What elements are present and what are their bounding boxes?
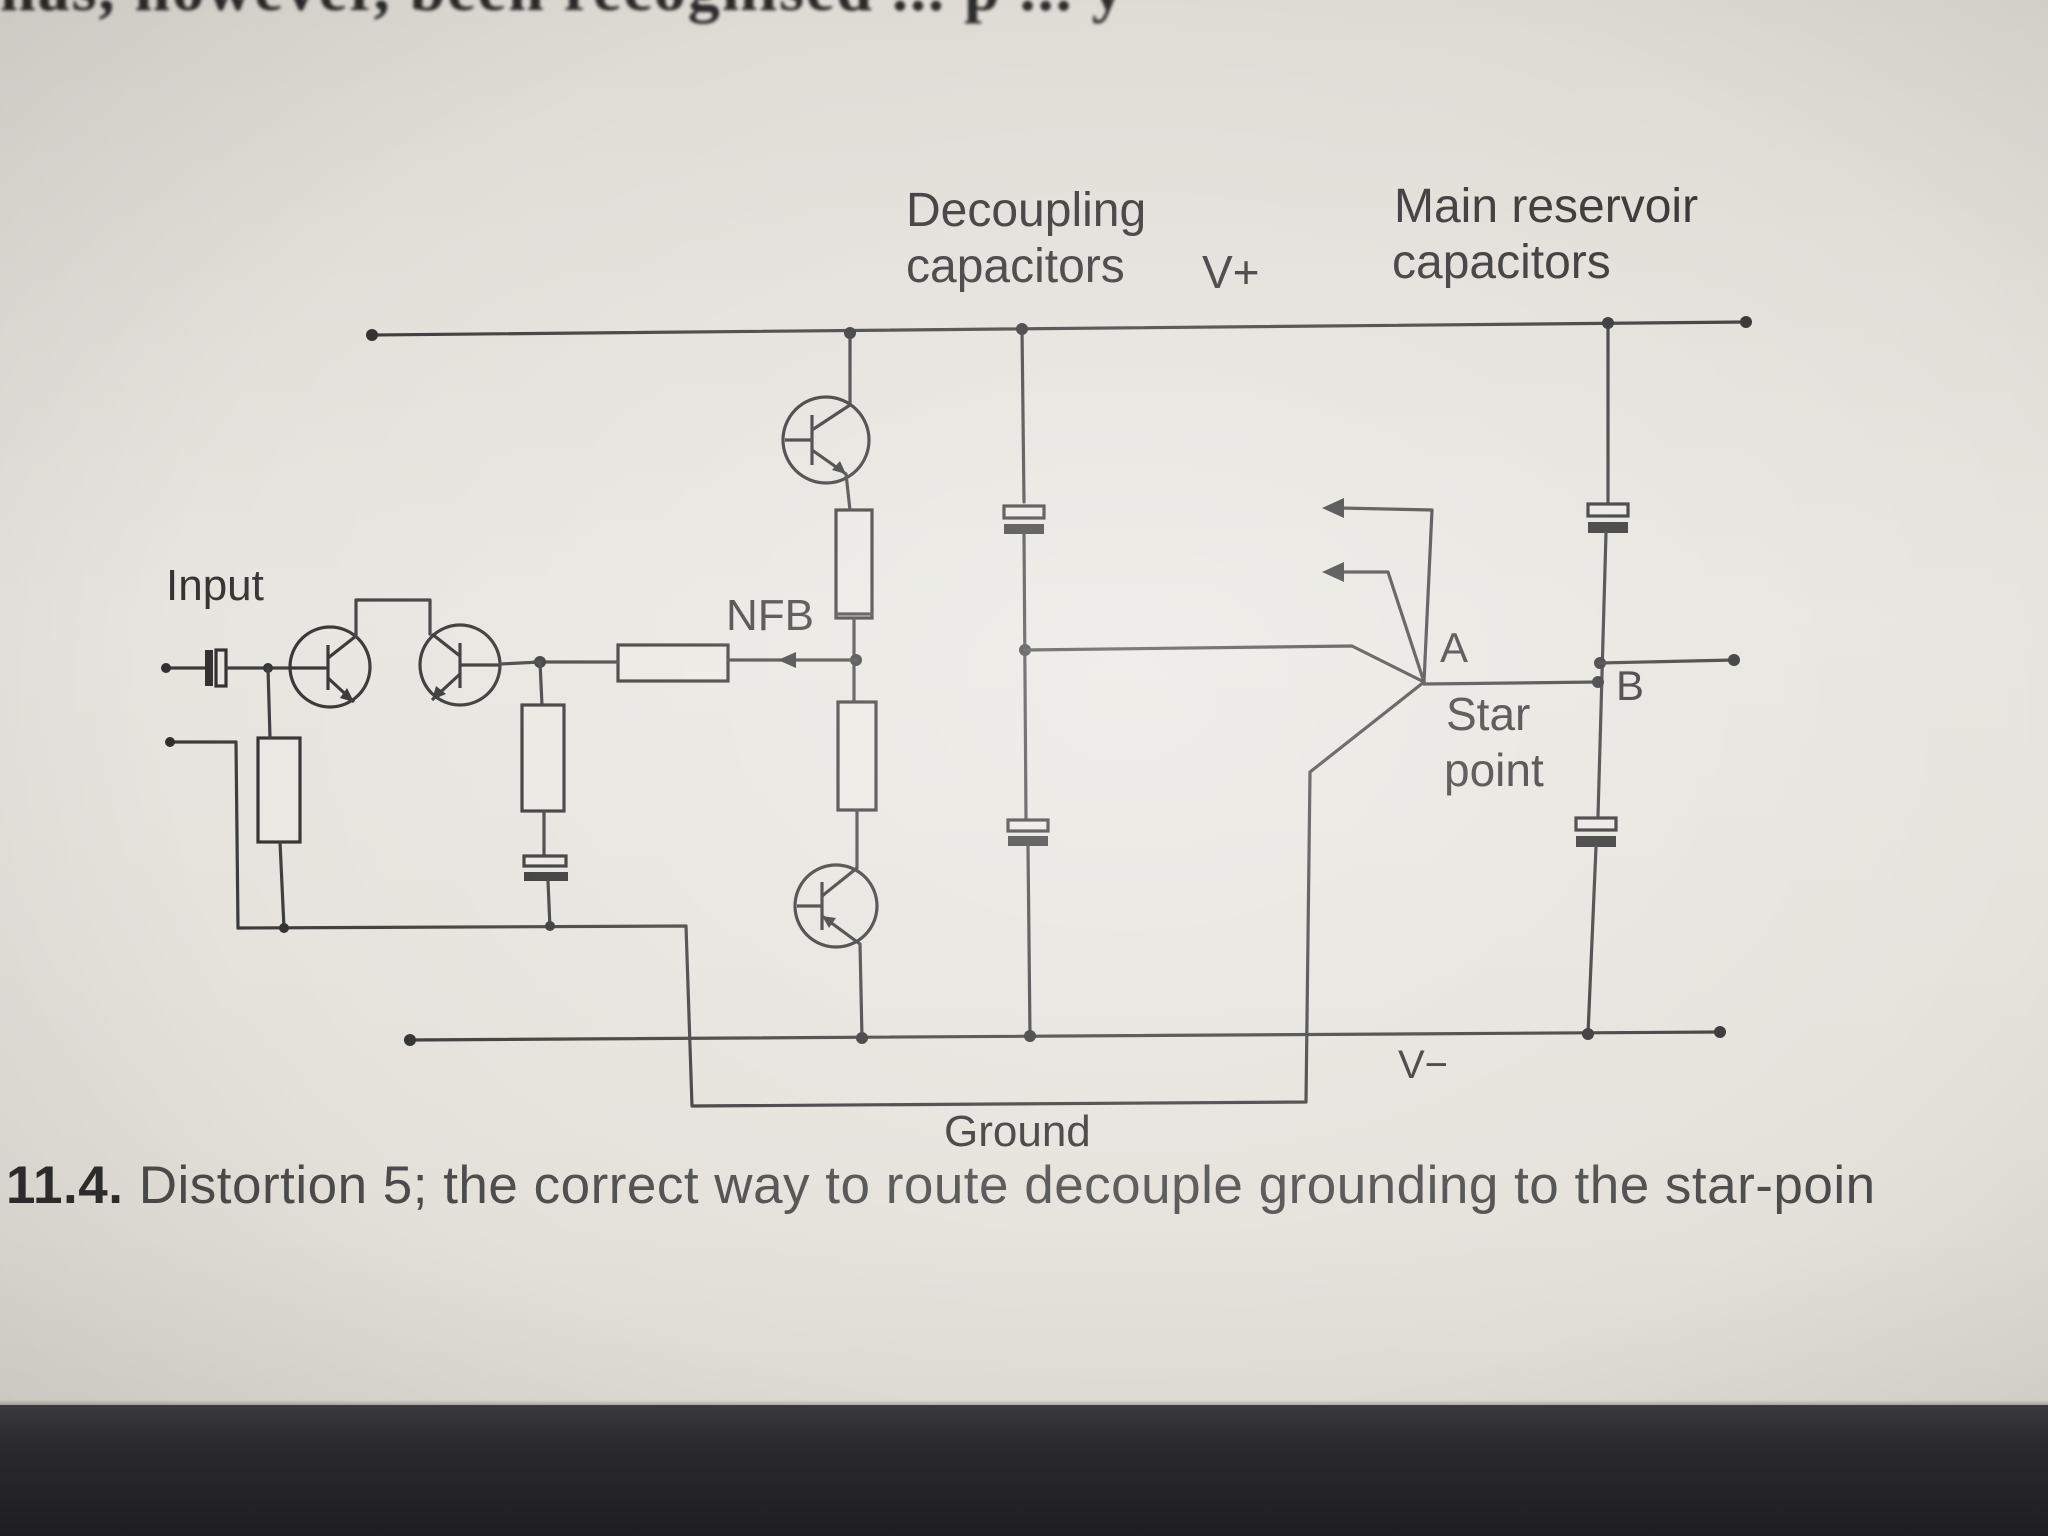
arrow-icon <box>1322 498 1344 518</box>
wire <box>498 660 542 666</box>
nfb-arrow-icon <box>778 652 796 668</box>
decoupling-ground-wire <box>1023 644 1426 684</box>
vminus-rail-left-terminal <box>404 1034 416 1046</box>
decoupling-lower-wire <box>1026 844 1032 1038</box>
upper-output-transistor-icon <box>781 395 871 485</box>
lower-output-transistor-icon <box>793 863 879 949</box>
lower-reservoir-capacitor-icon <box>1574 816 1618 847</box>
wire <box>546 879 552 930</box>
label-point: point <box>1444 744 1544 796</box>
input-terminal-dot <box>161 663 171 673</box>
input-ground-wire <box>168 740 240 930</box>
figure-number: 11.4. <box>6 1156 124 1215</box>
vplus-rail-right-terminal <box>1740 316 1752 328</box>
point-b-dot <box>1592 676 1604 688</box>
label-nfb: NFB <box>726 591 814 640</box>
output-lower-supply-wire <box>858 942 864 1040</box>
label-decoupling-1: Decoupling <box>906 184 1146 237</box>
star-return-wire-1 <box>1338 506 1434 684</box>
upper-emitter-resistor <box>834 508 874 620</box>
feedback-leg-resistor <box>520 703 566 813</box>
upper-reservoir-capacitor-icon <box>1586 502 1630 533</box>
figure-caption: 11.4. Distortion 5; the correct way to r… <box>6 1155 2048 1216</box>
label-star: Star <box>1446 688 1530 740</box>
input-bias-resistor <box>256 736 302 844</box>
output-terminal-dot <box>1728 654 1740 666</box>
junction-dot <box>1602 317 1614 329</box>
lower-decoupling-capacitor-icon <box>1006 818 1050 846</box>
signal-ground-wire <box>236 680 1426 1108</box>
feedback-capacitor-icon <box>522 854 568 881</box>
monitor-bezel <box>0 1405 2048 1536</box>
input-transistor-2-icon <box>418 623 502 707</box>
label-ground: Ground <box>944 1107 1091 1156</box>
input-ground-terminal-dot <box>165 737 175 747</box>
bezel-shadow <box>0 1400 2048 1408</box>
decoupling-middle-wire <box>1022 532 1028 822</box>
wire <box>538 660 544 707</box>
label-b: B <box>1616 662 1644 709</box>
junction-dot <box>856 1032 868 1044</box>
reservoir-middle-wire <box>1596 531 1608 818</box>
junction-dot <box>545 921 555 931</box>
junction-dot <box>1024 1030 1036 1042</box>
label-decoupling-2: capacitors <box>906 240 1125 293</box>
vplus-rail-left-terminal <box>366 329 378 341</box>
cropped-text-line: has, however, been recognised ... p ... … <box>0 0 2048 32</box>
upper-decoupling-capacitor-icon <box>1002 504 1046 534</box>
wire <box>844 472 852 512</box>
label-input: Input <box>166 561 264 610</box>
junction-dot <box>844 327 856 339</box>
junction-dot <box>1016 323 1028 335</box>
wire <box>834 612 874 620</box>
arrow-icon <box>1322 562 1344 582</box>
vplus-rail <box>370 320 1748 337</box>
figure-caption-text: Distortion 5; the correct way to route d… <box>123 1156 1876 1215</box>
decoupling-upper-wire <box>1020 326 1026 504</box>
label-main-reservoir-2: capacitors <box>1392 236 1611 289</box>
tail-wire <box>354 598 432 638</box>
star-return-wire-2 <box>1338 570 1426 684</box>
wire <box>266 666 272 740</box>
label-a: A <box>1440 624 1468 671</box>
junction-dot <box>279 923 289 933</box>
vminus-rail <box>408 1030 1722 1042</box>
label-vminus: V− <box>1398 1043 1448 1087</box>
vminus-rail-right-terminal <box>1714 1026 1726 1038</box>
reservoir-lower-wire <box>1586 845 1598 1036</box>
input-transistor-1-icon <box>288 625 372 709</box>
output-wire <box>1598 658 1736 665</box>
label-vplus: V+ <box>1202 246 1260 298</box>
lower-emitter-resistor <box>836 700 878 812</box>
label-main-reservoir-1: Main reservoir <box>1394 180 1698 233</box>
input-coupling-capacitor-icon <box>205 648 228 688</box>
wire <box>278 840 286 930</box>
star-to-b-wire <box>1422 680 1600 686</box>
junction-dot <box>1582 1028 1594 1040</box>
nfb-resistor <box>616 643 730 683</box>
